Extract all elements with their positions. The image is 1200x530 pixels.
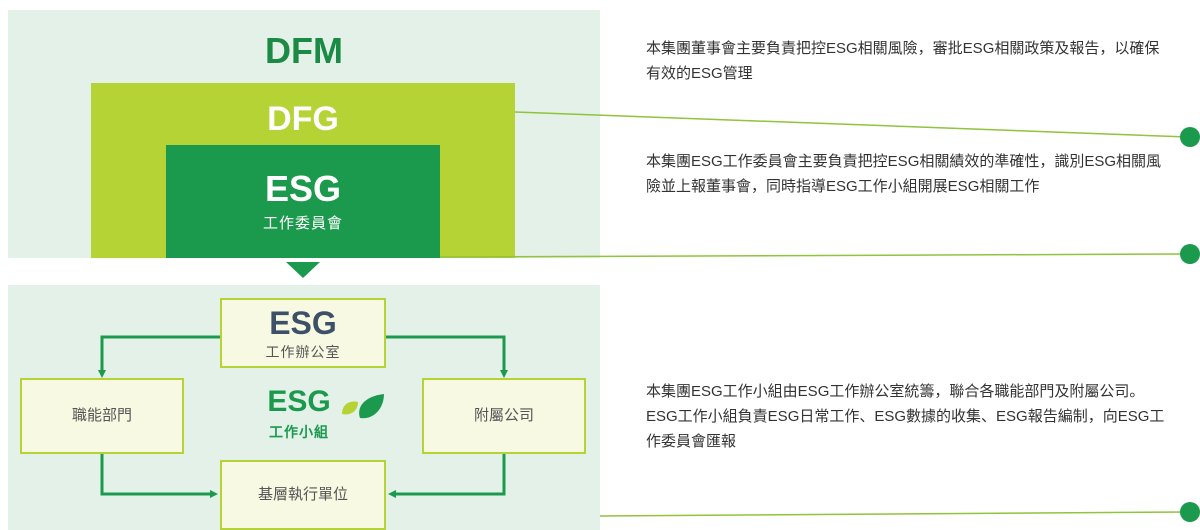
arrow-subsidiaries-to-base — [388, 454, 506, 498]
leader-line-1 — [514, 111, 1189, 138]
working-group-title: ESG — [267, 385, 331, 418]
dfm-label: DFM — [265, 30, 343, 71]
description-board: 本集團董事會主要負責把控ESG相關風險，審批ESG相關政策及報告，以確保有效的E… — [646, 40, 1160, 82]
dfg-label: DFG — [267, 100, 339, 138]
leader-dot-2 — [1180, 244, 1200, 264]
arrow-functional-to-base — [100, 454, 218, 498]
leaf-icon — [342, 394, 384, 419]
arrow-office-to-functional — [98, 335, 220, 378]
description-committee: 本集團ESG工作委員會主要負責把控ESG相關績效的準確性，識別ESG相關風險並上… — [646, 153, 1162, 195]
leader-dot-3 — [1180, 502, 1200, 522]
esg-committee-title: ESG — [264, 168, 342, 209]
arrow-office-to-subsidiaries — [386, 335, 508, 378]
down-arrow-icon — [286, 262, 320, 278]
subsidiaries-node: 附屬公司 — [422, 378, 586, 454]
description-working-group: 本集團ESG工作小組由ESG工作辦公室統籌，聯合各職能部門及附屬公司。ESG工作… — [646, 383, 1165, 450]
base-unit-node: 基層執行單位 — [220, 460, 386, 530]
esg-office-subtitle: 工作辦公室 — [265, 344, 341, 360]
esg-committee-subtitle: 工作委員會 — [262, 215, 343, 232]
esg-committee-box — [166, 145, 440, 258]
functional-dept-node: 職能部門 — [20, 378, 184, 454]
esg-office-title: ESG — [269, 305, 337, 341]
leader-dot-1 — [1180, 127, 1200, 147]
leader-line-3 — [599, 511, 1189, 517]
leader-line-2 — [439, 253, 1189, 258]
working-group-subtitle: 工作小組 — [269, 424, 329, 440]
esg-office-node: ESG 工作辦公室 — [220, 298, 386, 368]
